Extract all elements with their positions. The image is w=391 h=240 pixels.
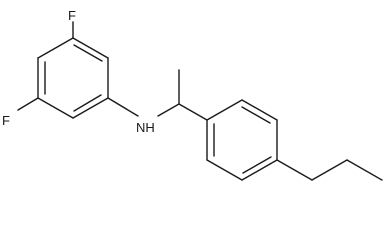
aryl-n-bond [107,97,139,117]
butyl-bond-3 [346,159,383,181]
ch-aryl-bond [178,103,208,121]
fluorine-label-top: F [68,8,76,23]
n-ch-bond [157,103,180,117]
fluorine-label-left: F [2,113,10,128]
amine-label: NH [136,120,155,135]
ring-double-bond [73,44,103,62]
ring-bond [72,37,109,59]
ring-double-bond [73,94,102,112]
ring-double-bond [242,156,272,174]
ring-bond [37,97,74,119]
butyl-bond-1 [276,159,313,181]
ring-bond [37,37,74,59]
c-f-bond-left [17,97,39,111]
ring-bond [72,97,109,119]
ring-bond [206,99,243,121]
ring-bond [206,159,243,181]
difluorophenyl-ring [37,37,109,119]
molecule-diagram: F F NH [2,8,383,181]
ring-double-bond [241,106,271,124]
butyl-bond-2 [311,159,348,181]
ring-bond [241,99,278,121]
phenyl-ring [206,99,278,181]
structure-drawing: F F NH [2,8,383,181]
ring-bond [241,159,278,181]
